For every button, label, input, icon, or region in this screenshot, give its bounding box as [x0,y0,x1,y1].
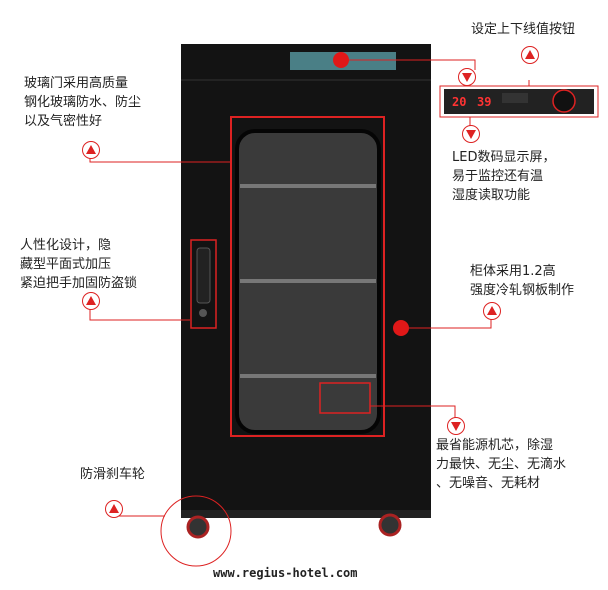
shelf [240,279,376,283]
body-marker [393,320,409,336]
arrow-up-icon [521,46,539,64]
handle [196,247,211,304]
callout-buttons: 设定上下线值按钮 [471,22,576,37]
callout-led: LED数码显示屏， 易于监控还有温 湿度读取功能 [452,150,556,203]
shelf [240,374,376,378]
arrow-down-icon [462,125,480,143]
lock-icon [199,309,207,317]
up-down-buttons [552,89,576,113]
website-url: www.regius-hotel.com [213,566,358,580]
wheel-highlight [160,495,232,567]
handle-highlight [190,239,217,329]
shelf [240,184,376,188]
core-highlight [319,382,371,414]
wheel [378,513,402,537]
control-panel-marker [333,52,349,68]
callout-wheels: 防滑刹车轮 [80,467,146,482]
door-highlight [230,116,385,437]
callout-handle: 人性化设计，隐 藏型平面式加压 紧迫把手加固防盗锁 [20,238,138,291]
arrow-down-icon [447,417,465,435]
wheel [186,515,210,539]
arrow-up-icon [483,302,501,320]
callout-body: 柜体采用1.2高 强度冷轧钢板制作 [470,264,575,298]
arrow-down-icon [458,68,476,86]
temperature-readout: 39 [477,95,492,109]
humidity-readout: 20 [452,95,467,109]
arrow-up-icon [82,292,100,310]
arrow-up-icon [82,141,100,159]
callout-core: 最省能源机芯，除湿 力最快、无尘、无滴水 、无噪音、无耗材 [436,438,567,491]
arrow-up-icon [105,500,123,518]
callout-glass-door: 玻璃门采用高质量 钢化玻璃防水、防尘 以及气密性好 [24,76,142,129]
